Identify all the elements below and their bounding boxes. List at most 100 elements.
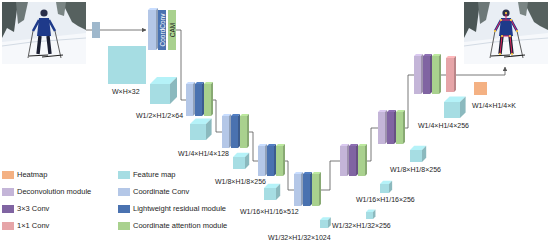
feature-map-side [206, 118, 212, 140]
feature-map [264, 188, 276, 200]
legend-swatch [2, 188, 14, 196]
deconvolution-module-side [421, 54, 423, 94]
module-block: CAM [168, 10, 176, 50]
legend-swatch [118, 171, 130, 179]
flow-line [319, 161, 340, 190]
feature-map-side [245, 153, 249, 169]
coordinate-conv [258, 146, 265, 176]
feature-map-side [422, 146, 426, 162]
feature-map-side [460, 96, 466, 118]
legend-swatch [118, 205, 130, 213]
dimension-label: W1/4×H1/4×K [472, 102, 516, 110]
attention-module [240, 116, 247, 148]
attention-module [204, 84, 211, 116]
deconvolution-module-side [385, 110, 387, 144]
module-block: CoordConv [158, 10, 166, 50]
dimension-label: W1/2×H1/2×64 [136, 112, 183, 120]
feature-map [150, 84, 170, 104]
residual-module-side [202, 82, 204, 116]
legend-swatch [2, 171, 14, 179]
conv3x3 [387, 112, 394, 144]
dimension-label: W1/8×H1/8×256 [215, 178, 266, 186]
attention-module-side [211, 82, 213, 116]
conv3x3 [349, 146, 356, 176]
attention-module [276, 146, 283, 176]
residual-module [231, 116, 238, 148]
residual-module-side [310, 172, 312, 206]
flow-line [86, 30, 92, 31]
attention-module [312, 174, 319, 206]
legend-text: Coordinate attention module [133, 221, 227, 231]
deconvolution-module-side [347, 144, 349, 176]
feature-map-side [276, 184, 280, 200]
residual-module [267, 146, 274, 176]
feature-map [380, 184, 389, 193]
deconvolution-module [378, 112, 385, 144]
attention-module-side [283, 144, 285, 176]
coordinate-conv-side [229, 114, 231, 148]
residual-module-side [274, 144, 276, 176]
dimension-label: W1/4×H1/4×128 [178, 150, 229, 158]
feature-map [190, 124, 206, 140]
legend-swatch [118, 188, 130, 196]
conv3x3-side [356, 144, 358, 176]
feature-map-side [328, 217, 331, 228]
attention-module-side [247, 114, 249, 148]
feature-map [410, 150, 422, 162]
legend-text: Feature map [133, 170, 176, 180]
deconvolution-module [340, 146, 347, 176]
feature-map [366, 212, 373, 219]
conv1x1-side [454, 56, 456, 92]
module-label: CoordConv [159, 14, 166, 47]
coordinate-conv-side [265, 144, 267, 176]
dimension-label: W1/16×H1/16×512 [240, 208, 299, 216]
conv3x3 [423, 56, 430, 94]
legend-text: Deconvolution module [17, 187, 91, 197]
feature-map-side [170, 77, 177, 104]
coordinate-conv [148, 10, 156, 50]
stem-conv [92, 22, 100, 38]
dimension-label: W1/4×H1/4×256 [418, 122, 469, 130]
attention-module [396, 112, 403, 144]
feature-map [233, 157, 245, 169]
legend-text: 3×3 Conv [17, 204, 49, 214]
attention-module-side [439, 54, 441, 94]
attention-module-side [319, 172, 321, 206]
attention-module-side [403, 110, 405, 144]
feature-map-side [373, 210, 375, 219]
feature-map-side [389, 181, 392, 193]
dimension-label: W×H×32 [112, 88, 140, 96]
coordinate-conv [294, 174, 301, 206]
flow-line [456, 67, 505, 75]
feature-map [320, 220, 328, 228]
conv1x1 [446, 58, 454, 92]
residual-module-side [238, 114, 240, 148]
coordinate-conv-side [193, 82, 195, 116]
legend-text: Lightweight residual module [133, 204, 226, 214]
flow-line [441, 75, 446, 76]
flow-line [176, 30, 186, 100]
legend-text: Coordinate Conv [133, 187, 189, 197]
module-label: CAM [169, 23, 176, 37]
coordinate-conv [186, 84, 193, 116]
attention-module [358, 146, 365, 176]
output-photo [464, 2, 548, 64]
legend-text: 1×1 Conv [17, 221, 49, 231]
legend-swatch [2, 205, 14, 213]
attention-module-side [365, 144, 367, 176]
dimension-label: W1/32×H1/32×256 [332, 222, 391, 230]
coordinate-conv [222, 116, 229, 148]
coordinate-conv-side [301, 172, 303, 206]
attention-module [432, 56, 439, 94]
legend-swatch [118, 222, 130, 230]
feature-map [108, 46, 146, 84]
dimension-label: W1/8×H1/8×256 [390, 166, 441, 174]
heatmap [474, 82, 487, 95]
legend-swatch [2, 222, 14, 230]
dimension-label: W1/16×H1/16×256 [356, 196, 415, 204]
deconvolution-module [414, 56, 421, 94]
conv3x3-side [430, 54, 432, 94]
dimension-label: W1/32×H1/32×1024 [268, 234, 331, 242]
conv3x3-side [394, 110, 396, 144]
